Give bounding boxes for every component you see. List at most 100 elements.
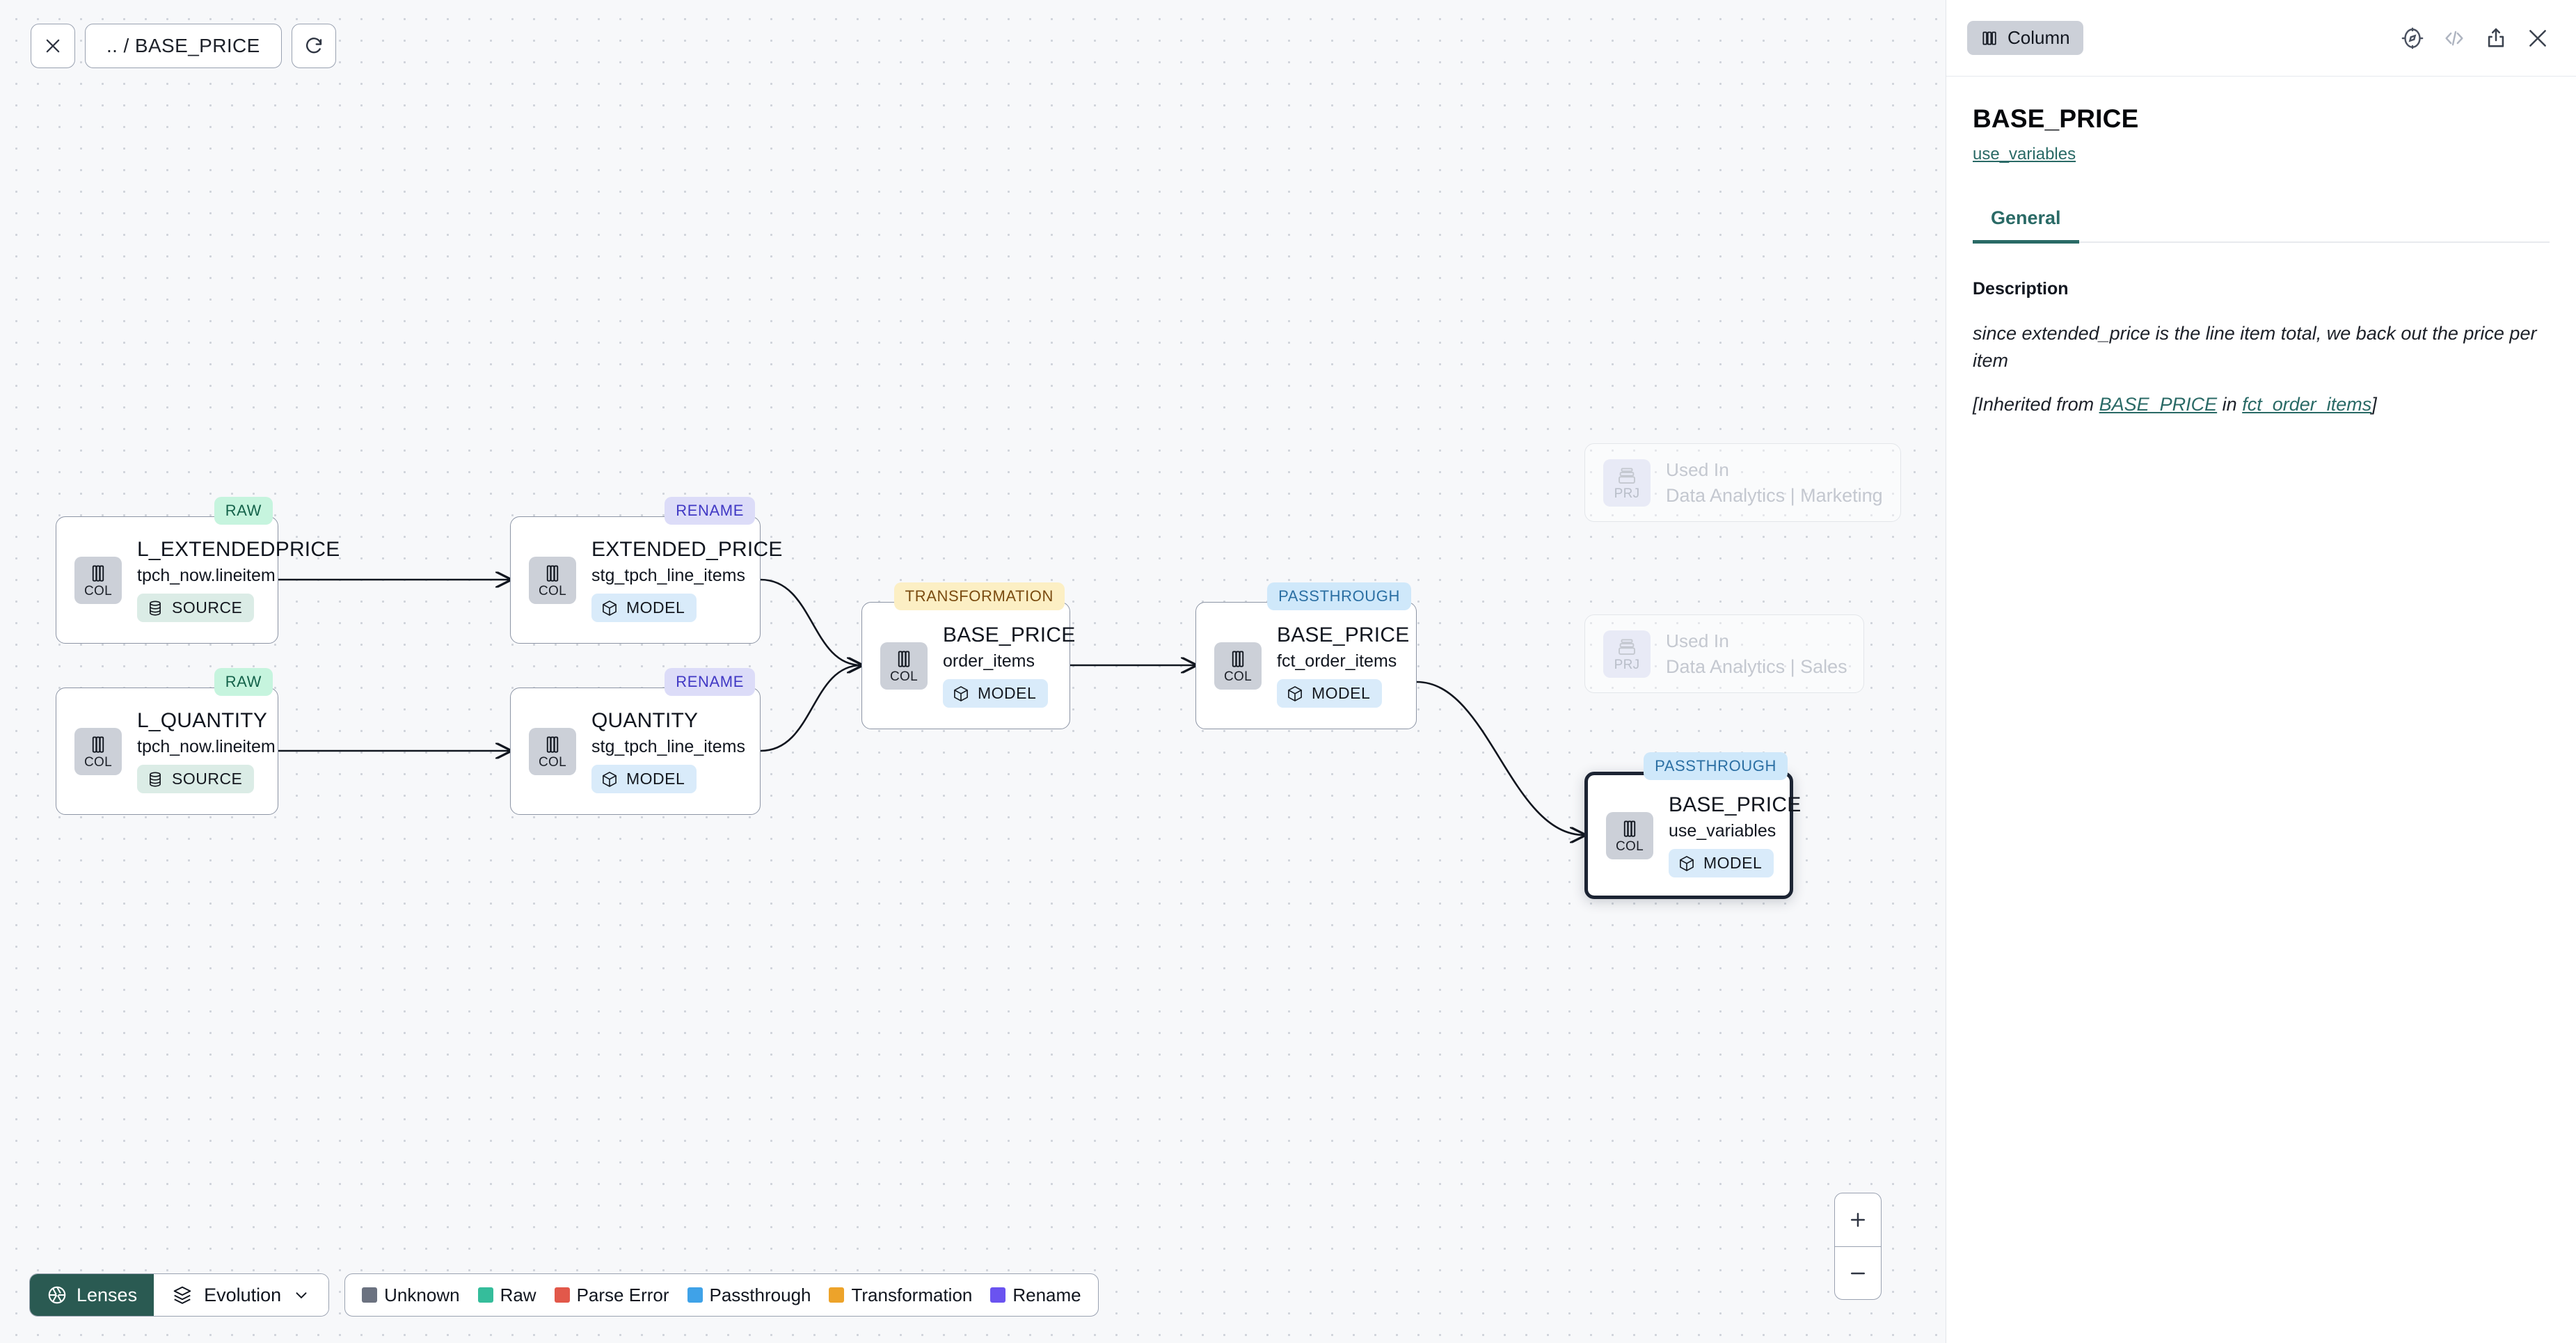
legend-item: Transformation (829, 1285, 972, 1306)
column-icon (88, 734, 109, 755)
node-subtitle: order_items (943, 651, 1075, 672)
node-kind-label: COL (84, 756, 112, 769)
entity-kind-label: Column (2007, 27, 2070, 49)
node-type-tag: RAW (214, 497, 273, 525)
project-node-body: Used InData Analytics | Marketing (1666, 459, 1883, 507)
database-icon (146, 599, 164, 617)
minus-icon (1847, 1263, 1868, 1284)
share-button[interactable] (2484, 26, 2508, 50)
column-node[interactable]: COLBASE_PRICEuse_variablesMODEL (1584, 772, 1793, 899)
model-cube-icon (601, 770, 619, 788)
legend-swatch (990, 1287, 1005, 1303)
legend-item: Raw (478, 1285, 536, 1306)
column-icon (542, 563, 563, 584)
zoom-in-button[interactable] (1835, 1193, 1881, 1246)
inherited-prefix: [Inherited from (1973, 394, 2099, 415)
column-node[interactable]: COLL_EXTENDEDPRICEtpch_now.lineitemSOURC… (56, 516, 278, 644)
column-node[interactable]: COLBASE_PRICEorder_itemsMODEL (861, 602, 1070, 729)
description-text: since extended_price is the line item to… (1973, 320, 2550, 374)
node-source-chip-label: MODEL (1312, 684, 1370, 703)
legend-swatch (829, 1287, 844, 1303)
node-kind-icon-box: COL (529, 728, 576, 775)
inherited-suffix: ] (2371, 394, 2377, 415)
column-icon (1619, 818, 1640, 839)
refresh-button[interactable] (292, 24, 336, 68)
node-source-chip-label: MODEL (978, 684, 1036, 703)
column-node[interactable]: COL QUANTITYstg_tpch_line_itemsMODEL (510, 688, 761, 815)
node-kind-label: COL (539, 756, 566, 769)
node-source-chip-label: SOURCE (172, 770, 242, 788)
node-type-tag: PASSTHROUGH (1644, 752, 1788, 780)
chevron-down-icon (292, 1286, 310, 1304)
node-type-tag: RAW (214, 668, 273, 696)
node-body: EXTENDED_PRICEstg_tpch_line_itemsMODEL (591, 538, 783, 622)
explore-button[interactable] (2401, 26, 2424, 50)
share-icon (2484, 26, 2508, 50)
column-icon (88, 563, 109, 584)
project-node-body: Used InData Analytics | Sales (1666, 630, 1847, 678)
zoom-out-button[interactable] (1835, 1246, 1881, 1299)
close-graph-button[interactable] (31, 24, 75, 68)
legend-item: Unknown (362, 1285, 459, 1306)
legend-swatch (362, 1287, 377, 1303)
panel-body: BASE_PRICE use_variables General Descrip… (1946, 77, 2576, 415)
legend-swatch (555, 1287, 570, 1303)
breadcrumb-button[interactable]: .. / BASE_PRICE (85, 24, 282, 68)
inherited-column-link[interactable]: BASE_PRICE (2099, 394, 2218, 415)
legend-swatch (687, 1287, 703, 1303)
column-node[interactable]: COLBASE_PRICEfct_order_itemsMODEL (1195, 602, 1417, 729)
parent-model-link[interactable]: use_variables (1973, 145, 2076, 164)
project-stack-icon (1616, 466, 1637, 486)
node-subtitle: use_variables (1669, 821, 1801, 841)
node-type-tag: PASSTHROUGH (1267, 582, 1411, 610)
bottom-toolbar: Lenses Evolution UnknownRawParse ErrorPa… (29, 1273, 1099, 1317)
project-kind-label: PRJ (1614, 658, 1640, 672)
node-title: BASE_PRICE (1669, 793, 1801, 817)
lenses-label: Lenses (77, 1285, 137, 1306)
node-kind-icon-box: COL (74, 728, 122, 775)
details-panel: Column (1946, 0, 2576, 1343)
model-cube-icon (1286, 685, 1304, 703)
node-kind-icon-box: COL (880, 642, 928, 690)
tab-general[interactable]: General (1973, 207, 2079, 244)
lenses-button[interactable]: Lenses (30, 1274, 154, 1316)
node-type-tag: TRANSFORMATION (894, 582, 1065, 610)
close-icon (43, 36, 63, 56)
node-title: BASE_PRICE (1277, 623, 1409, 647)
lineage-canvas[interactable]: RAWCOLL_EXTENDEDPRICEtpch_now.lineitemSO… (0, 0, 1946, 1343)
legend-label: Unknown (384, 1285, 459, 1306)
column-node[interactable]: COL L_QUANTITY tpch_now.lineitemSOURCE (56, 688, 278, 815)
project-kind-icon-box: PRJ (1603, 630, 1651, 678)
node-kind-icon-box: COL (74, 557, 122, 604)
page-title: BASE_PRICE (1973, 104, 2550, 134)
project-kind-icon-box: PRJ (1603, 459, 1651, 507)
evolution-dropdown[interactable]: Evolution (154, 1274, 328, 1316)
node-body: QUANTITYstg_tpch_line_itemsMODEL (591, 709, 745, 793)
legend-label: Raw (500, 1285, 536, 1306)
view-code-button[interactable] (2442, 26, 2466, 50)
node-subtitle: tpch_now.lineitem (137, 737, 276, 757)
node-body: BASE_PRICEfct_order_itemsMODEL (1277, 623, 1409, 708)
node-subtitle: stg_tpch_line_items (591, 566, 783, 586)
project-name: Data Analytics | Marketing (1666, 485, 1883, 507)
node-title: L_QUANTITY (137, 709, 276, 733)
description-heading: Description (1973, 279, 2550, 299)
inherited-model-link[interactable]: fct_order_items (2242, 394, 2371, 415)
close-panel-button[interactable] (2526, 26, 2550, 50)
evolution-label: Evolution (204, 1285, 281, 1306)
node-body: BASE_PRICEuse_variablesMODEL (1669, 793, 1801, 877)
node-kind-label: COL (539, 585, 566, 598)
code-icon (2442, 26, 2466, 50)
used-in-project-node: PRJ Used InData Analytics | Sales (1584, 614, 1864, 693)
panel-header-actions (2401, 26, 2550, 50)
status-legend: UnknownRawParse ErrorPassthroughTransfor… (344, 1273, 1098, 1317)
column-icon (893, 649, 914, 669)
entity-kind-badge: Column (1967, 21, 2083, 55)
node-body: BASE_PRICEorder_itemsMODEL (943, 623, 1075, 708)
node-kind-icon-box: COL (529, 557, 576, 604)
model-cube-icon (601, 599, 619, 617)
node-source-chip: MODEL (1277, 679, 1382, 708)
zoom-controls (1834, 1193, 1882, 1300)
node-source-chip: SOURCE (137, 594, 254, 622)
column-node[interactable]: COLEXTENDED_PRICEstg_tpch_line_itemsMODE… (510, 516, 761, 644)
